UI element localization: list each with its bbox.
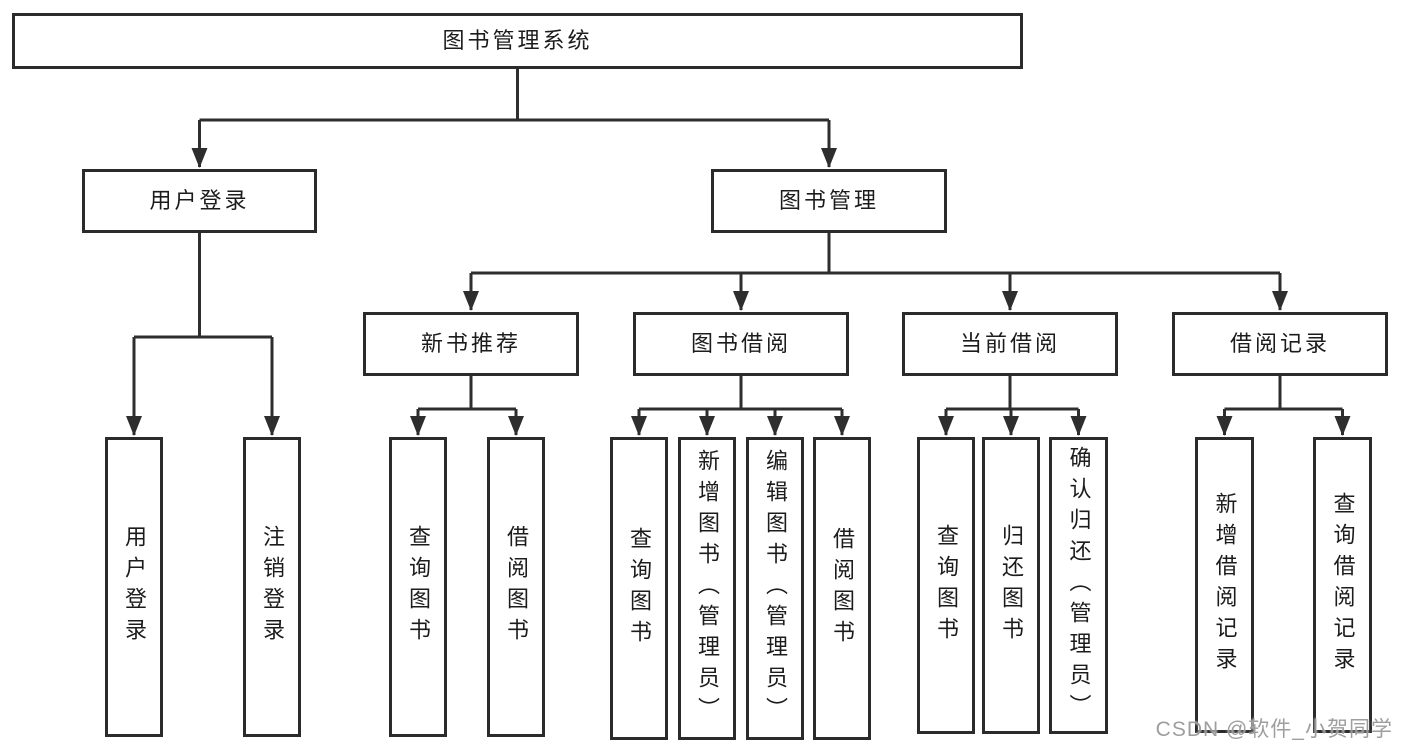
node-label: 图书管理: [778, 188, 879, 213]
node-user-login: 用户登录: [82, 169, 317, 233]
node-label: 查询图书: [406, 525, 431, 649]
node-v-return-book: 归还图书: [982, 437, 1040, 734]
node-v-add-book: 新增图书（管理员）: [678, 437, 736, 740]
node-label: 编辑图书（管理员）: [763, 449, 788, 728]
node-current-borrow: 当前借阅: [902, 312, 1118, 376]
node-label: 新书推荐: [420, 331, 521, 356]
node-label: 查询图书: [627, 526, 652, 651]
node-label: 新增借阅记录: [1212, 492, 1238, 678]
node-label: 确认归还（管理员）: [1066, 446, 1092, 725]
node-v-logout: 注销登录: [243, 437, 301, 737]
node-v-query-book-1: 查询图书: [389, 437, 447, 737]
node-label: 借阅记录: [1229, 331, 1330, 356]
node-book-mgmt: 图书管理: [711, 169, 947, 233]
node-v-add-record: 新增借阅记录: [1195, 437, 1254, 733]
node-label: 注销登录: [260, 525, 285, 649]
node-label: 借阅图书: [830, 526, 855, 651]
watermark: CSDN @软件_小贺同学: [1155, 718, 1393, 741]
node-v-confirm-return: 确认归还（管理员）: [1049, 437, 1108, 734]
node-v-query-book-3: 查询图书: [917, 437, 975, 734]
node-v-edit-book: 编辑图书（管理员）: [746, 437, 804, 740]
node-label: 图书管理系统: [442, 28, 593, 53]
node-label: 新增图书（管理员）: [695, 449, 720, 728]
node-v-query-record: 查询借阅记录: [1313, 437, 1372, 733]
node-label: 用户登录: [122, 525, 147, 649]
node-v-borrow-book-2: 借阅图书: [813, 437, 871, 740]
node-label: 查询借阅记录: [1330, 492, 1356, 678]
node-label: 归还图书: [999, 523, 1024, 648]
node-v-query-book-2: 查询图书: [610, 437, 668, 740]
node-root: 图书管理系统: [12, 13, 1023, 69]
node-label: 图书借阅: [690, 331, 791, 356]
node-label: 借阅图书: [504, 525, 529, 649]
node-book-borrow: 图书借阅: [633, 312, 849, 376]
node-borrow-record: 借阅记录: [1172, 312, 1388, 376]
node-new-book-rec: 新书推荐: [363, 312, 579, 376]
node-label: 查询图书: [934, 523, 959, 648]
node-label: 当前借阅: [959, 331, 1060, 356]
node-v-borrow-book-1: 借阅图书: [487, 437, 545, 737]
node-v-user-login: 用户登录: [105, 437, 163, 737]
node-label: 用户登录: [149, 188, 250, 213]
